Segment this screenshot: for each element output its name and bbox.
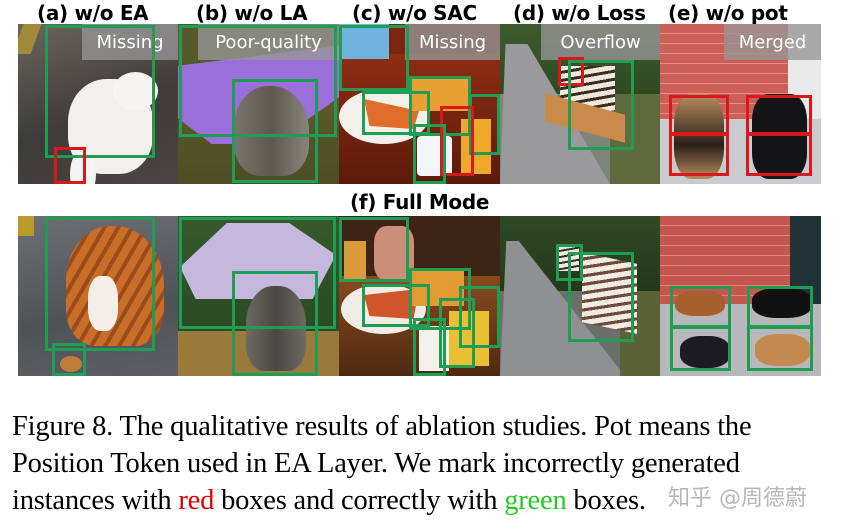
green-box-cat — [45, 217, 155, 351]
beer-bottle-glass — [344, 241, 366, 281]
green-box-pizza-slice — [362, 284, 430, 327]
red-box-dog-1-bottom — [669, 133, 729, 176]
figure-caption: Figure 8. The qualitative results of abl… — [12, 408, 832, 519]
green-box-cat — [232, 271, 318, 376]
green-box-cup — [413, 124, 446, 184]
error-tag-missing: Missing — [82, 24, 178, 60]
brown-dog — [675, 291, 725, 316]
person-shirt — [339, 24, 389, 59]
black-tan-dog — [680, 336, 730, 368]
green-box-umbrella — [179, 25, 337, 137]
black-dog — [752, 94, 807, 179]
red-box-tail — [54, 147, 86, 184]
green-box-dog-1 — [670, 286, 731, 329]
green-box-bird — [52, 343, 86, 376]
green-box-mug — [439, 298, 475, 368]
orange-cat-chest — [88, 276, 118, 331]
image-panel-d-top: Overflow — [500, 24, 660, 184]
image-panel-a-bottom — [18, 216, 178, 376]
error-tag-missing: Missing — [405, 24, 500, 60]
column-label-b: (b) w/o LA — [196, 1, 308, 25]
error-tag-poor-quality: Poor-quality — [198, 24, 339, 60]
error-tag-merged: Merged — [724, 24, 821, 60]
tan-dog — [674, 94, 724, 179]
green-box-beer — [469, 94, 500, 155]
tabby-cat — [234, 86, 309, 176]
green-box-cat — [232, 79, 318, 183]
pizza-top — [409, 79, 469, 111]
red-box-cup — [440, 106, 474, 176]
red-box-dog-2-top — [746, 95, 812, 135]
bird — [60, 356, 82, 372]
image-panel-a-top: Missing — [18, 24, 178, 184]
red-box-small-bench — [558, 57, 584, 86]
image-panel-b-bottom — [178, 216, 339, 376]
white-cat-head — [113, 72, 158, 110]
column-label-a: (a) w/o EA — [37, 1, 149, 25]
caption-text-1: Figure 8. The qualitative results of abl… — [12, 411, 752, 516]
image-panel-e-top: Merged — [660, 24, 821, 184]
black-dog — [752, 288, 812, 318]
column-label-e: (e) w/o pot — [668, 1, 788, 25]
curb-edge — [18, 216, 34, 236]
image-panel-c-bottom — [339, 216, 500, 376]
green-box-dog-4 — [747, 325, 813, 371]
red-box-dog-1-top — [669, 95, 729, 135]
column-label-d: (d) w/o Loss — [513, 1, 646, 25]
error-tag-overflow: Overflow — [541, 24, 660, 60]
image-panel-c-top: Missing — [339, 24, 500, 184]
beer-glass — [461, 119, 491, 174]
green-box-plate — [339, 25, 409, 91]
image-panel-b-top: Poor-quality — [178, 24, 339, 184]
green-box-large-bench — [568, 252, 634, 342]
image-panel-e-bottom — [660, 216, 821, 376]
green-box-bench — [568, 60, 634, 150]
tan-puppy — [755, 334, 810, 366]
green-box-cat — [45, 25, 155, 158]
green-box-dog-2 — [670, 325, 731, 371]
green-box-umbrella — [179, 217, 336, 329]
caption-green-word: green — [504, 485, 567, 516]
green-box-cup — [413, 318, 446, 376]
caption-red-word: red — [178, 485, 215, 516]
red-box-dog-2-bottom — [746, 133, 812, 176]
watermark: 知乎 @周德蔚 — [668, 486, 807, 511]
green-box-beer — [459, 286, 500, 348]
coffee-cup — [417, 136, 452, 176]
image-panel-d-bottom — [500, 216, 660, 376]
caption-text-3: boxes. — [566, 485, 646, 516]
green-box-dog-3 — [747, 286, 813, 329]
caption-text-2: boxes and correctly with — [214, 485, 505, 516]
full-mode-label: (f) Full Mode — [350, 190, 490, 214]
green-box-pizza-slice — [362, 91, 430, 135]
green-box-person — [339, 217, 409, 282]
column-label-c: (c) w/o SAC — [352, 1, 477, 25]
